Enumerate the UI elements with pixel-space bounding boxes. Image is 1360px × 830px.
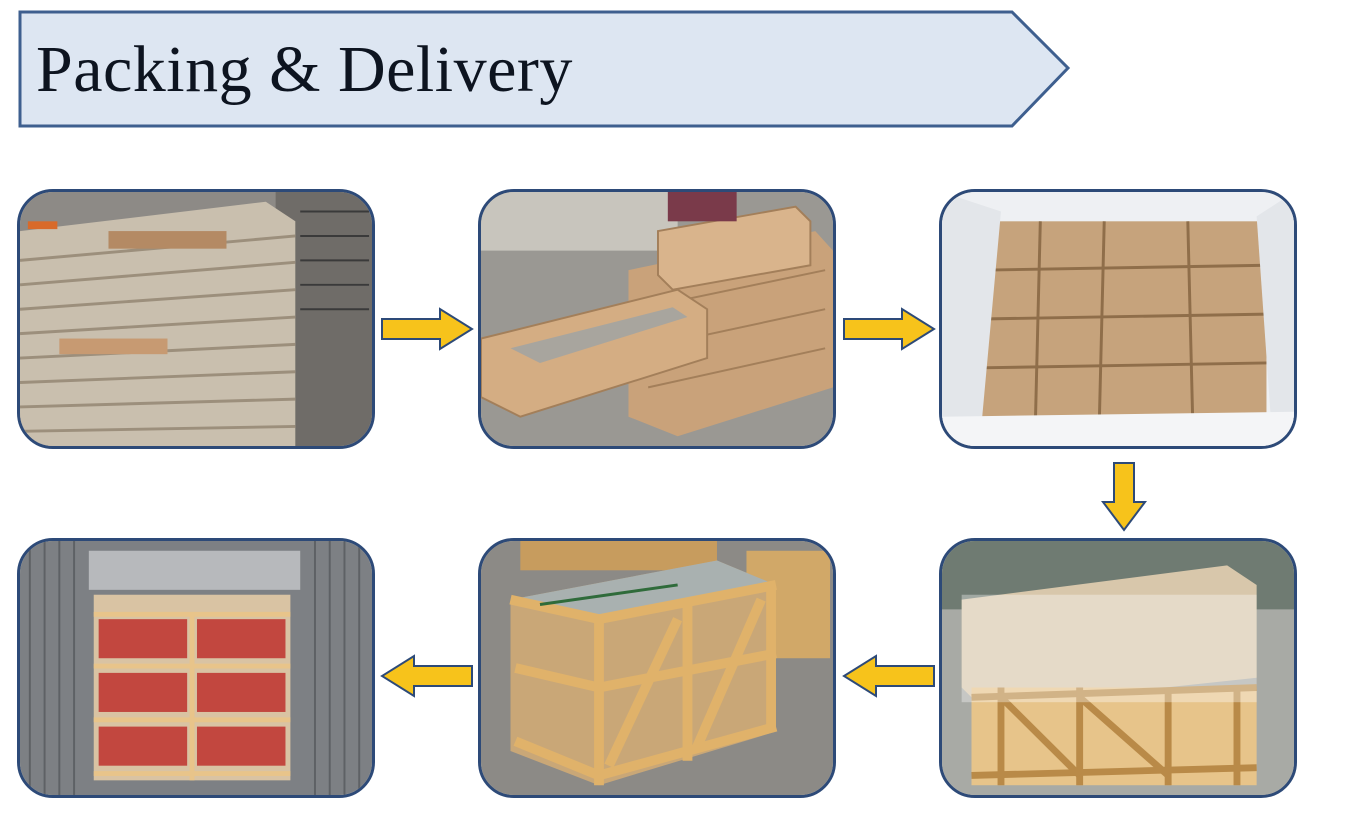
arrow-down-icon: [1101, 462, 1147, 532]
photo-stone-panels: [17, 189, 375, 449]
arrow-left-icon: [380, 654, 473, 698]
title-banner: [18, 10, 1071, 128]
photo-wrapped-crate: [939, 538, 1297, 798]
photo-nailed-crate: [478, 538, 836, 798]
photo-boxing: [478, 189, 836, 449]
arrow-right-icon: [843, 307, 936, 351]
arrow-left-icon: [842, 654, 935, 698]
photo-plastic-lined-crate: [939, 189, 1297, 449]
photo-container-loading: [17, 538, 375, 798]
arrow-right-icon: [381, 307, 474, 351]
page-title: Packing & Delivery: [36, 33, 573, 106]
